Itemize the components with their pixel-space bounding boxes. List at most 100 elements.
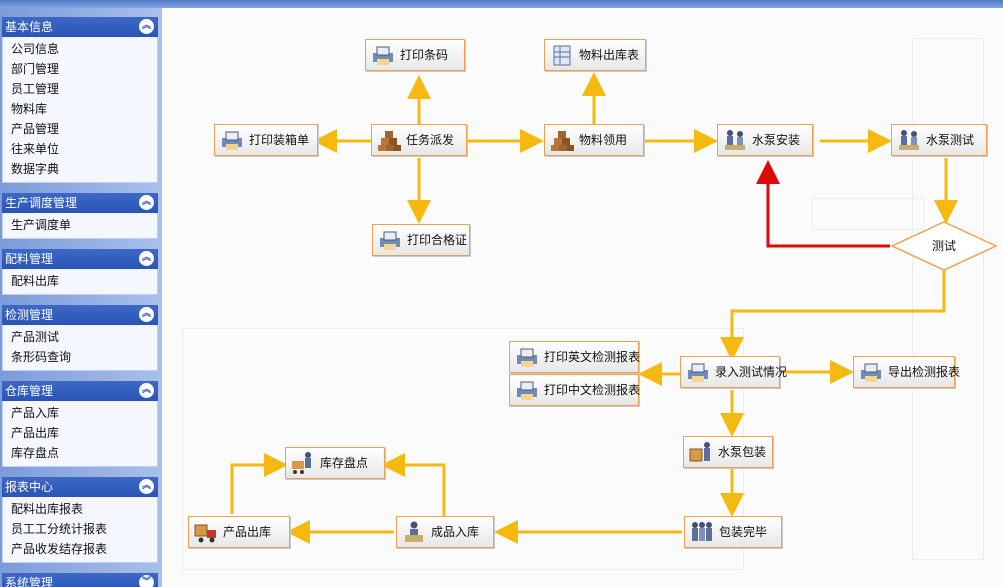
package-worker-icon	[689, 442, 710, 462]
node-inventory-check[interactable]: 库存盘点	[285, 447, 385, 479]
sidebar-item-inventory-check[interactable]: 库存盘点	[11, 446, 60, 460]
group-header-ingredients[interactable]: 配料管理︽	[2, 249, 158, 269]
group-header-production-scheduling[interactable]: 生产调度管理 ︽	[2, 193, 158, 213]
group-title: 仓库管理	[5, 384, 54, 398]
node-pump-install[interactable]: 水泵安装	[717, 124, 813, 156]
sidebar-item-product-outbound[interactable]: 产品出库	[11, 426, 60, 440]
sidebar-item-partners[interactable]: 往来单位	[11, 142, 60, 156]
group-body: 公司信息 部门管理 员工管理 物料库 产品管理 往来单位 数据字典	[2, 37, 158, 183]
group-body: 配料出库	[2, 269, 158, 295]
node-label: 录入测试情况	[715, 365, 788, 379]
arrow-fail-retry	[756, 160, 890, 248]
group-body: 产品测试 条形码查询	[2, 325, 158, 371]
node-label: 打印英文检测报表	[544, 350, 641, 364]
sidebar-item-barcode-query[interactable]: 条形码查询	[11, 350, 72, 364]
sidebar-group-ingredients: 配料管理︽ 配料出库	[2, 249, 158, 295]
sidebar-item-stock-balance-report[interactable]: 产品收发结存报表	[11, 542, 108, 556]
boxes-icon	[378, 131, 401, 151]
node-material-outbound-table[interactable]: 物料出库表	[544, 39, 646, 71]
node-enter-test-result[interactable]: 录入测试情况	[680, 356, 787, 388]
group-title: 基本信息	[5, 20, 54, 34]
node-task-dispatch[interactable]: 任务派发	[371, 124, 467, 156]
collapse-icon[interactable]: ︽	[139, 307, 154, 322]
sidebar-item-product-test[interactable]: 产品测试	[11, 330, 60, 344]
node-print-en-report[interactable]: 打印英文检测报表	[509, 341, 641, 373]
group-header-inspection[interactable]: 检测管理 ︽	[2, 305, 158, 325]
printer-icon	[517, 348, 537, 367]
node-label: 物料出库表	[579, 48, 640, 62]
sidebar-item-ingredient-report[interactable]: 配料出库报表	[11, 502, 84, 516]
node-packing-done[interactable]: 包装完毕	[684, 516, 782, 548]
node-label: 打印合格证	[407, 233, 468, 247]
node-pump-test[interactable]: 水泵测试	[891, 124, 987, 156]
sidebar-item-schedule-order[interactable]: 生产调度单	[11, 218, 72, 232]
group-header-warehouse[interactable]: 仓库管理 ︽	[2, 381, 158, 401]
table-icon	[553, 45, 571, 66]
sidebar: 基本信息︽ 公司信息 部门管理 员工管理 物料库 产品管理 往来单位 数据字典 …	[0, 8, 162, 587]
group-header-system[interactable]: 系统管理︾	[2, 573, 158, 587]
node-label: 打印中文检测报表	[544, 383, 641, 397]
group-title: 检测管理	[5, 308, 54, 322]
sidebar-item-dictionary[interactable]: 数据字典	[11, 162, 60, 176]
node-product-outbound[interactable]: 产品出库	[188, 516, 290, 548]
node-print-certificate[interactable]: 打印合格证	[372, 224, 470, 256]
node-label: 打印装箱单	[249, 133, 310, 147]
workers-icon	[899, 130, 919, 150]
flow-connectors: 测试	[230, 72, 998, 544]
group-header-reports[interactable]: 报表中心 ︽	[2, 477, 158, 497]
flowchart-canvas: 测试 打印条码 物料出库表 打印装箱单 任务派发 物料领用 水泵安装 水泵测试 …	[162, 8, 1003, 587]
forklift-icon	[194, 524, 216, 543]
collapse-icon[interactable]: ︽	[139, 479, 154, 494]
group-body: 生产调度单	[2, 213, 158, 239]
node-label: 打印条码	[400, 48, 449, 62]
collapse-icon[interactable]: ︽	[139, 19, 154, 34]
node-label: 物料领用	[579, 133, 628, 147]
group-header-basic-info[interactable]: 基本信息 ︽	[2, 17, 158, 37]
workers-group-icon	[692, 522, 712, 541]
collapse-icon[interactable]: ︽	[139, 251, 154, 266]
top-bar	[0, 0, 1003, 8]
group-title: 生产调度管理	[5, 196, 78, 210]
sidebar-item-employee[interactable]: 员工管理	[11, 82, 60, 96]
node-export-report[interactable]: 导出检测报表	[853, 356, 960, 388]
decision-label: 测试	[932, 238, 956, 253]
cart-worker-icon	[292, 452, 311, 474]
expand-icon[interactable]: ︾	[139, 575, 154, 587]
decision-test[interactable]: 测试	[890, 221, 998, 271]
sidebar-item-company-info[interactable]: 公司信息	[11, 42, 60, 56]
node-label: 包装完毕	[719, 525, 768, 539]
group-title: 报表中心	[5, 480, 54, 494]
boxes-icon	[551, 131, 574, 151]
printer-icon	[373, 46, 393, 65]
printer-icon	[517, 381, 537, 400]
sidebar-item-material-library[interactable]: 物料库	[11, 102, 48, 116]
printer-icon	[688, 363, 708, 382]
node-print-cn-report[interactable]: 打印中文检测报表	[509, 374, 641, 406]
collapse-icon[interactable]: ︽	[139, 383, 154, 398]
sidebar-item-ingredient-outbound[interactable]: 配料出库	[11, 274, 60, 288]
sidebar-item-product[interactable]: 产品管理	[11, 122, 60, 136]
sidebar-item-product-inbound[interactable]: 产品入库	[11, 406, 60, 420]
group-body: 配料出库报表 员工工分统计报表 产品收发结存报表	[2, 497, 158, 563]
sidebar-group-system: 系统管理︾	[2, 573, 158, 587]
arrow-inbound-to-inventory	[381, 453, 446, 516]
node-label: 成品入库	[431, 525, 480, 539]
node-label: 导出检测报表	[888, 365, 961, 379]
printer-icon	[380, 231, 400, 250]
node-pump-packing[interactable]: 水泵包装	[683, 436, 773, 468]
sidebar-group-inspection: 检测管理 ︽ 产品测试 条形码查询	[2, 305, 158, 371]
node-print-packing-list[interactable]: 打印装箱单	[214, 124, 318, 156]
collapse-icon[interactable]: ︽	[139, 195, 154, 210]
printer-icon	[222, 131, 242, 150]
node-print-barcode[interactable]: 打印条码	[365, 39, 465, 71]
node-label: 任务派发	[406, 133, 455, 147]
node-material-pickup[interactable]: 物料领用	[544, 124, 644, 156]
sidebar-item-workpoint-report[interactable]: 员工工分统计报表	[11, 522, 108, 536]
arrow-outbound-to-inventory	[230, 453, 288, 514]
group-body: 产品入库 产品出库 库存盘点	[2, 401, 158, 467]
sidebar-group-basic-info: 基本信息 ︽ 公司信息 部门管理 员工管理 物料库 产品管理 往来单位 数据字典	[2, 17, 158, 183]
printer-icon	[861, 363, 881, 382]
sidebar-item-department[interactable]: 部门管理	[11, 62, 60, 76]
node-label: 产品出库	[223, 525, 272, 539]
node-product-inbound[interactable]: 成品入库	[396, 516, 494, 548]
